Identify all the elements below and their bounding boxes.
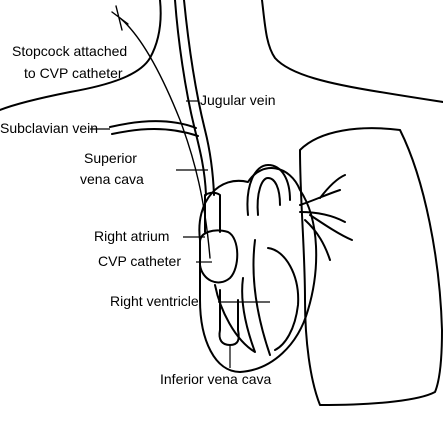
label-stopcock-line1: Stopcock attached <box>12 43 127 59</box>
right-ventricle-chamber <box>214 277 256 353</box>
septum <box>252 239 271 356</box>
aortic-arch <box>246 164 291 216</box>
inferior-vena-cava <box>218 289 240 346</box>
subclavian-vein-lower <box>111 128 199 137</box>
cvp-catheter-line <box>119 17 211 259</box>
heart-outline <box>198 167 318 373</box>
label-superior-line2: vena cava <box>80 171 144 187</box>
label-inferior-vena-cava: Inferior vena cava <box>160 371 271 387</box>
neck-right-outline <box>261 0 443 103</box>
right-atrium-chamber <box>199 229 239 284</box>
aortic-arch-inner <box>256 177 281 216</box>
pulmonary-vessels <box>299 174 353 261</box>
label-jugular-vein: Jugular vein <box>200 92 276 108</box>
label-right-ventricle: Right ventricle <box>110 293 199 309</box>
label-subclavian-vein: Subclavian vein <box>0 120 98 136</box>
left-ventricle-chamber <box>267 247 300 351</box>
label-right-atrium: Right atrium <box>94 228 169 244</box>
label-superior-line1: Superior <box>84 150 137 166</box>
jugular-vein-inner <box>183 0 215 196</box>
label-cvp-catheter: CVP catheter <box>98 253 181 269</box>
subclavian-vein <box>109 120 197 129</box>
label-stopcock-line2: to CVP catheter <box>24 65 123 81</box>
neck-left-outline <box>0 0 162 111</box>
stopcock <box>111 5 129 31</box>
lung-outline <box>299 127 443 406</box>
